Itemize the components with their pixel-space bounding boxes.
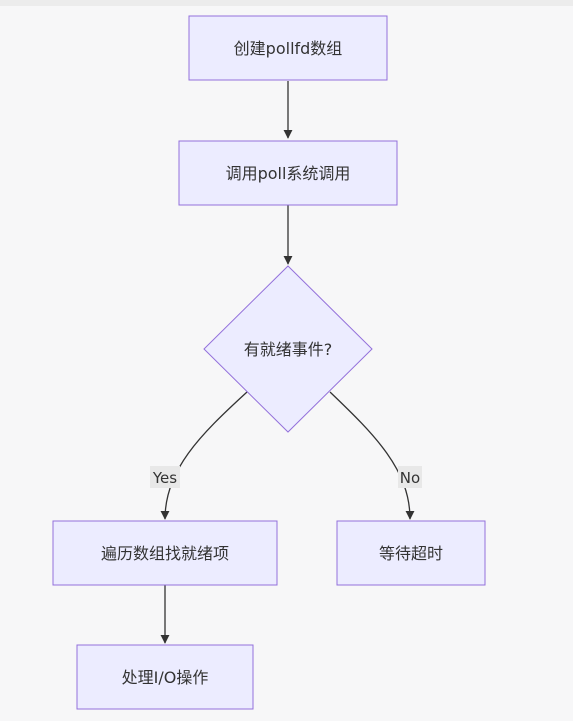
- node-traverse-label: 遍历数组找就绪项: [101, 544, 229, 563]
- node-wait-timeout: 等待超时: [336, 520, 486, 586]
- edge-label-no-text: No: [400, 469, 420, 487]
- node-decision-label: 有就绪事件?: [244, 340, 333, 359]
- node-call-poll: 调用poll系统调用: [178, 140, 398, 206]
- edge-label-yes: Yes: [150, 466, 180, 488]
- edge-decision-to-wait: [329, 391, 415, 520]
- edge-label-yes-text: Yes: [152, 469, 177, 487]
- node-call-label: 调用poll系统调用: [226, 164, 351, 183]
- node-handle-io: 处理I/O操作: [76, 644, 254, 710]
- node-handle-label: 处理I/O操作: [122, 668, 209, 687]
- edge-label-no: No: [398, 466, 422, 488]
- node-wait-label: 等待超时: [379, 544, 443, 563]
- node-decision: 有就绪事件?: [203, 265, 373, 433]
- node-create-label: 创建pollfd数组: [234, 39, 343, 58]
- edge-decision-to-traverse: [160, 391, 248, 520]
- top-bar: [0, 0, 573, 6]
- node-create-pollfd: 创建pollfd数组: [188, 15, 388, 81]
- node-traverse: 遍历数组找就绪项: [52, 520, 278, 586]
